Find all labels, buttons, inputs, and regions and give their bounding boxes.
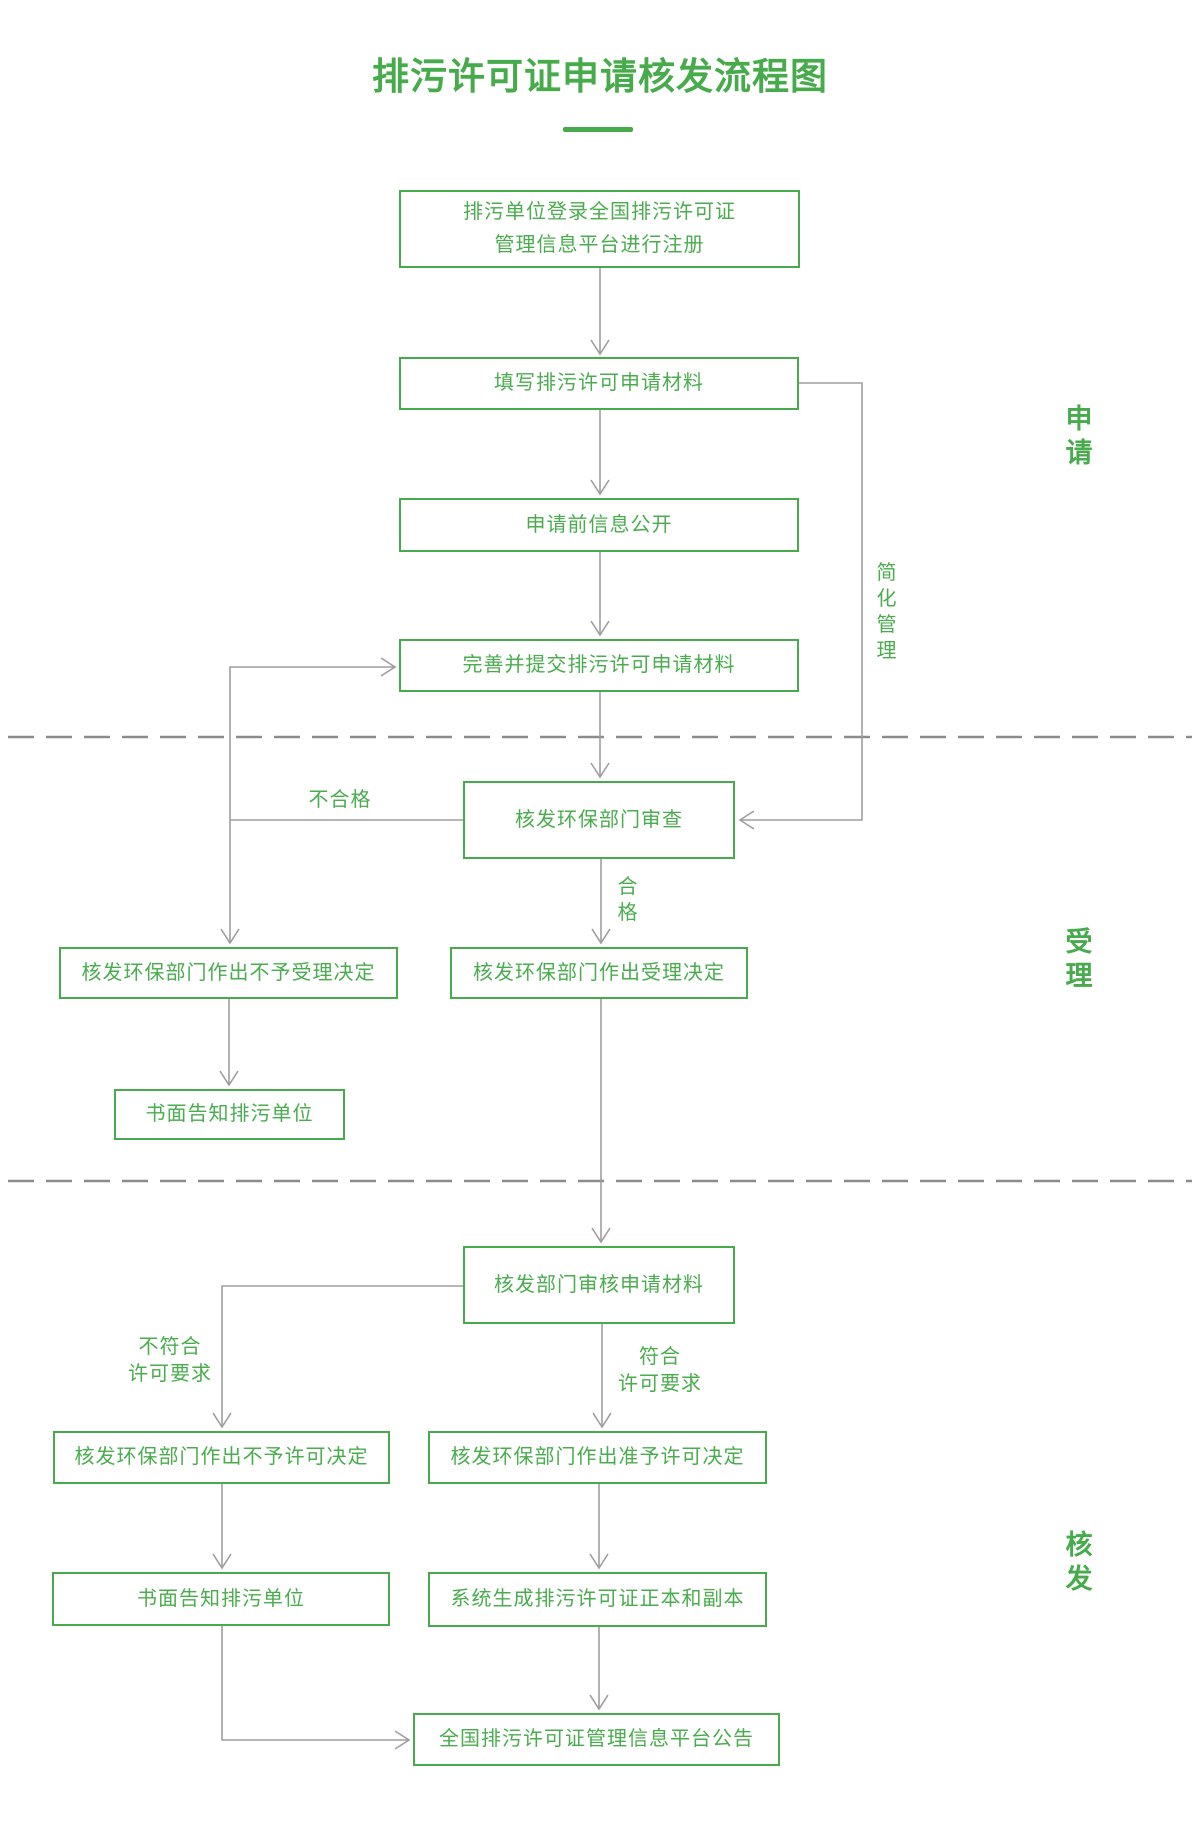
flow-box-platform-announcement: 全国排污许可证管理信息平台公告 xyxy=(413,1713,780,1766)
flow-box-pre-application-disclosure: 申请前信息公开 xyxy=(399,498,799,552)
section-label-accept: 受理 xyxy=(1065,927,1093,991)
flow-box-fill-application: 填写排污许可申请材料 xyxy=(399,357,799,410)
flow-box-written-notice-acceptance: 书面告知排污单位 xyxy=(114,1089,345,1140)
flow-box-deny-permit: 核发环保部门作出不予许可决定 xyxy=(53,1431,390,1484)
flow-box-submit-application: 完善并提交排污许可申请材料 xyxy=(399,639,799,692)
flow-box-written-notice-permit: 书面告知排污单位 xyxy=(52,1572,390,1626)
edge-label-simplified-management: 简化管理 xyxy=(876,562,898,662)
edge-label-not-meet-requirements: 不符合 许可要求 xyxy=(128,1336,212,1385)
flow-box-department-review: 核发环保部门审查 xyxy=(463,781,735,859)
flow-box-grant-permit: 核发环保部门作出准予许可决定 xyxy=(428,1431,767,1484)
flow-box-examine-materials: 核发部门审核申请材料 xyxy=(463,1246,735,1324)
page-title: 排污许可证申请核发流程图 xyxy=(372,56,828,97)
title-underline xyxy=(563,127,633,132)
flow-box-generate-permit: 系统生成排污许可证正本和副本 xyxy=(428,1572,767,1627)
section-label-issue: 核发 xyxy=(1065,1530,1093,1594)
edge-label-qualified: 合格 xyxy=(617,876,639,924)
edge-label-meet-requirements: 符合 许可要求 xyxy=(618,1346,702,1395)
flow-box-reject-acceptance: 核发环保部门作出不予受理决定 xyxy=(59,947,398,999)
flow-box-register: 排污单位登录全国排污许可证 管理信息平台进行注册 xyxy=(399,190,800,268)
edge-label-unqualified: 不合格 xyxy=(308,789,372,811)
flow-box-acceptance-decision: 核发环保部门作出受理决定 xyxy=(450,947,748,999)
section-label-apply: 申请 xyxy=(1065,404,1093,468)
